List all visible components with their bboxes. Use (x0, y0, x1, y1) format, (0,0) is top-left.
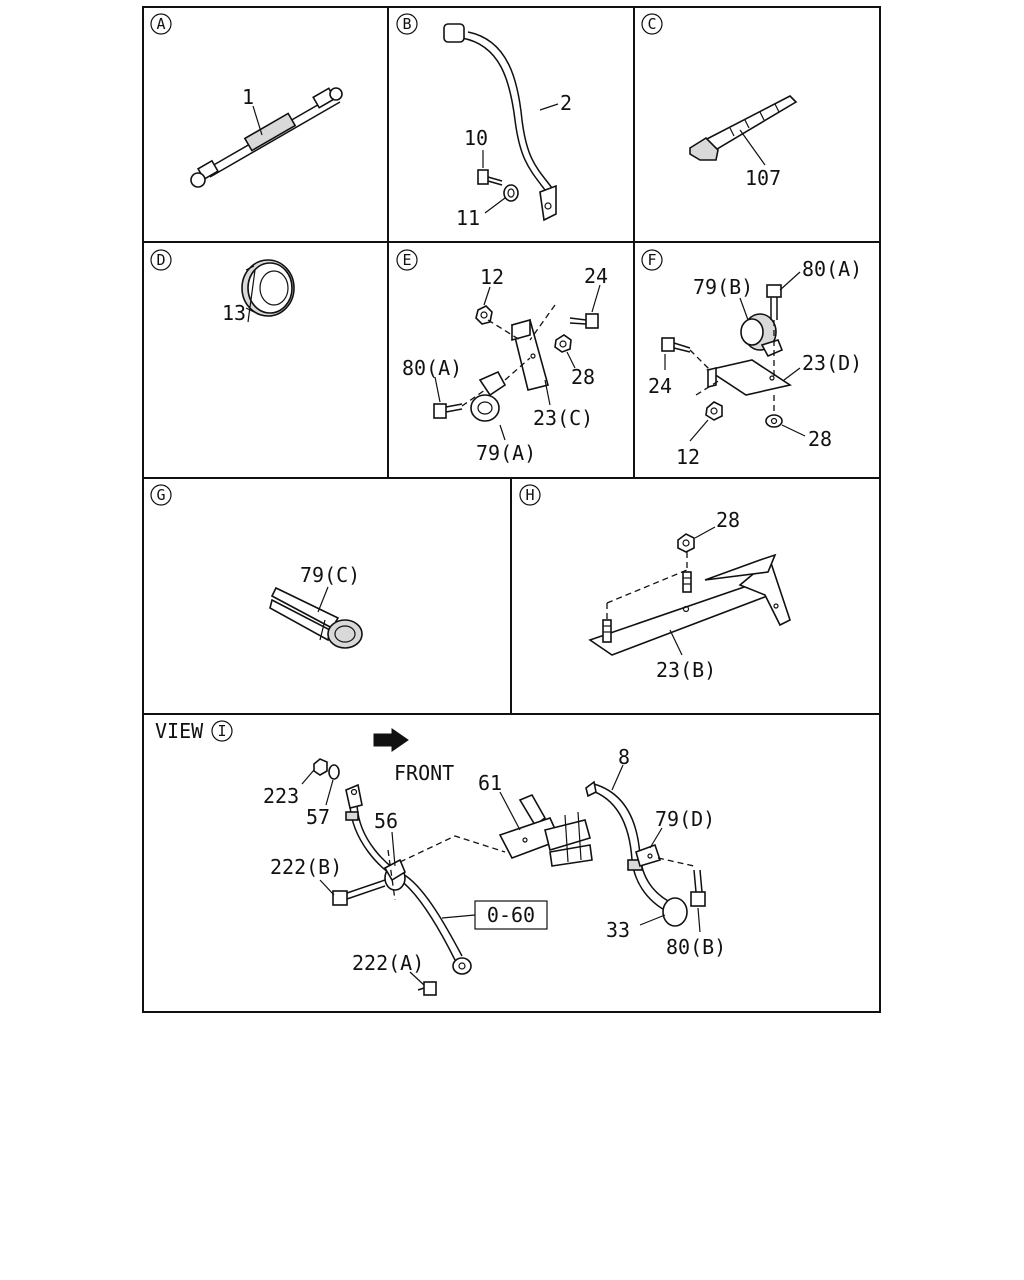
bracket-part-61 (498, 793, 593, 867)
bracket-part-23d (705, 359, 793, 396)
panel-a: A 1 (150, 13, 343, 188)
bolt-part-222b (332, 879, 386, 906)
callout-79a: 79(A) (476, 441, 536, 465)
panel-letter-e: E (396, 249, 418, 271)
callout-8: 8 (618, 745, 630, 769)
bolt-part-80a-f (766, 284, 782, 320)
bolt-part-222a (417, 981, 437, 996)
callout-2: 2 (560, 91, 572, 115)
callout-223: 223 (263, 784, 299, 808)
clip-part-79c (269, 586, 363, 649)
panel-d: D 13 (150, 249, 295, 325)
svg-text:A: A (156, 15, 165, 33)
panel-letter-f: F (641, 249, 663, 271)
clip-part-79a (470, 370, 507, 422)
diagram-frame (142, 6, 881, 1013)
svg-text:C: C (647, 15, 656, 33)
svg-text:H: H (525, 486, 534, 504)
cable-part-8 (585, 780, 688, 927)
callout-222a: 222(A) (352, 951, 424, 975)
cable-tie-part-107 (689, 95, 798, 161)
panel-letter-a: A (150, 13, 172, 35)
nut-part-28-f (765, 414, 783, 428)
bolt-part-24-f (661, 337, 691, 353)
ground-cable-left (345, 783, 472, 975)
reference-box-0-60: 0-60 (441, 900, 548, 930)
panel-view-i: VIEW I FRONT (155, 719, 726, 996)
panel-letter-h: H (519, 484, 541, 506)
callout-23c: 23(C) (533, 406, 593, 430)
svg-text:0-60: 0-60 (487, 903, 535, 927)
stud-left (602, 619, 612, 643)
callout-79c: 79(C) (300, 563, 360, 587)
cable-part-1 (190, 87, 343, 188)
clip-part-56 (383, 858, 407, 891)
panel-letter-d: D (150, 249, 172, 271)
callout-23b: 23(B) (656, 658, 716, 682)
stud-right (682, 571, 692, 593)
callout-28-e: 28 (571, 365, 595, 389)
callout-80b: 80(B) (666, 935, 726, 959)
callout-12-e: 12 (480, 265, 504, 289)
front-arrow-icon (373, 728, 409, 752)
panel-letter-g: G (150, 484, 172, 506)
callout-79b: 79(B) (693, 275, 753, 299)
panel-g: G 79(C) (150, 484, 363, 649)
nut-part-28 (554, 334, 572, 353)
nut-part-28-h (677, 533, 695, 553)
clip-part-79d (635, 843, 662, 867)
panel-f: F (641, 249, 862, 469)
panel-letter-b: B (396, 13, 418, 35)
callout-11: 11 (456, 206, 480, 230)
callout-24-f: 24 (648, 374, 672, 398)
callout-79d: 79(D) (655, 807, 715, 831)
svg-text:B: B (402, 15, 411, 33)
view-prefix: VIEW (155, 719, 204, 743)
callout-57: 57 (306, 805, 330, 829)
callout-28-h: 28 (716, 508, 740, 532)
svg-text:D: D (156, 251, 165, 269)
callout-56: 56 (374, 809, 398, 833)
svg-text:I: I (217, 722, 226, 740)
bracket-part-23c (511, 318, 549, 391)
panel-c: C 107 (641, 13, 798, 190)
bolt-part-80b (690, 869, 706, 907)
grommet-part-13 (241, 259, 295, 317)
callout-107: 107 (745, 166, 781, 190)
nut-part-223 (313, 758, 328, 776)
front-label: FRONT (394, 761, 454, 785)
washer-part-57 (328, 764, 340, 780)
bracket-part-23b (588, 553, 791, 656)
callout-28-f: 28 (808, 427, 832, 451)
bolt-part-24 (569, 313, 599, 329)
svg-text:G: G (156, 486, 165, 504)
callout-1: 1 (242, 85, 254, 109)
washer-part-11 (503, 184, 519, 202)
callout-80a-f: 80(A) (802, 257, 862, 281)
callout-23d: 23(D) (802, 351, 862, 375)
bolt-part-10 (477, 169, 503, 186)
callout-80a-e: 80(A) (402, 356, 462, 380)
callout-13: 13 (222, 301, 246, 325)
callout-61: 61 (478, 771, 502, 795)
panel-e: E (396, 249, 608, 465)
panel-letter-i: I (211, 720, 233, 742)
callout-12-f: 12 (676, 445, 700, 469)
cable-part-2 (443, 23, 557, 222)
bolt-part-80a (433, 403, 463, 419)
panel-b: B 2 10 11 (396, 13, 572, 230)
callout-222b: 222(B) (270, 855, 342, 879)
panel-h: H 28 23(B) (519, 484, 791, 682)
svg-text:E: E (402, 251, 411, 269)
callout-24-e: 24 (584, 264, 608, 288)
svg-text:F: F (647, 251, 656, 269)
callout-33: 33 (606, 918, 630, 942)
callout-10: 10 (464, 126, 488, 150)
nut-part-12-f (705, 401, 723, 421)
clip-part-79b (740, 313, 784, 358)
panel-letter-c: C (641, 13, 663, 35)
